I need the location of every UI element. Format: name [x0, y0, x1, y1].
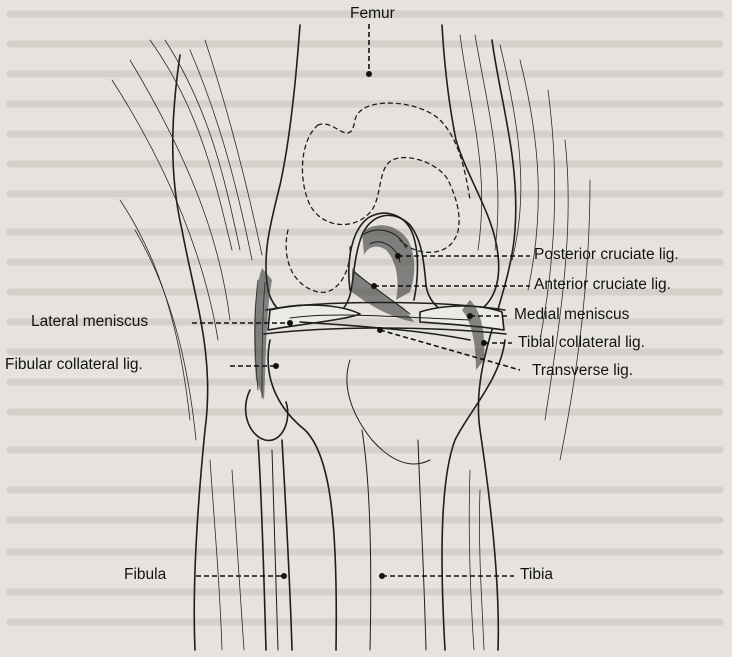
lateral-meniscus — [268, 305, 360, 330]
femur-outline — [266, 25, 499, 321]
tibia-outline-right — [442, 340, 505, 650]
patella-outline-lower — [318, 103, 470, 200]
label-medial-meniscus: Medial meniscus — [514, 306, 629, 324]
tibia-outline — [268, 340, 336, 650]
label-lateral-meniscus: Lateral meniscus — [31, 313, 148, 331]
label-tibial-collateral: Tibial collateral lig. — [518, 334, 645, 352]
label-tibia: Tibia — [520, 566, 553, 584]
label-fibular-collateral: Fibular collateral lig. — [5, 356, 143, 374]
label-transverse: Transverse lig. — [532, 362, 633, 380]
label-anterior-cruciate: Anterior cruciate lig. — [534, 276, 671, 294]
label-femur: Femur — [350, 5, 395, 23]
label-fibula: Fibula — [124, 566, 166, 584]
label-posterior-cruciate: Posterior cruciate lig. — [534, 246, 679, 264]
